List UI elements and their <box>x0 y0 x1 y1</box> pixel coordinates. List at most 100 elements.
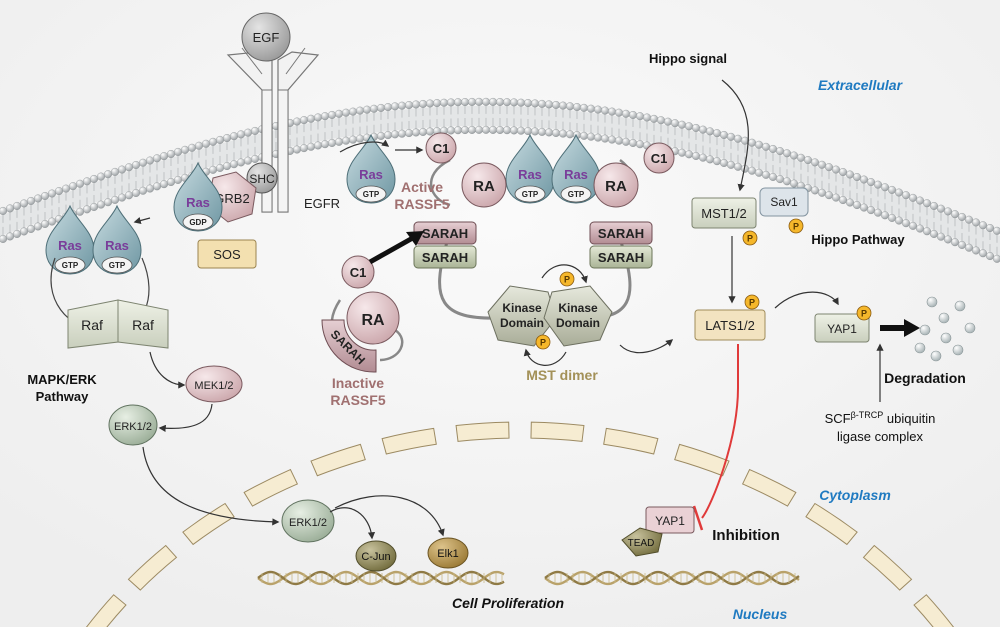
lipid-head <box>89 202 98 211</box>
lipid-head <box>236 158 245 167</box>
svg-text:Raf: Raf <box>132 317 154 333</box>
nucleotide-badge <box>355 185 387 203</box>
lipid-head <box>601 134 610 143</box>
phosphate-mark: P <box>559 271 575 287</box>
lipid-head <box>68 182 77 191</box>
lipid-head <box>909 221 918 230</box>
mst12-box: MST1/2 <box>691 197 757 229</box>
nuclear-pore-segment <box>862 544 913 591</box>
phosphate-mark: P <box>535 334 551 350</box>
ras-label: Ras <box>359 167 383 182</box>
label-cytoplasm: Cytoplasm <box>819 487 891 503</box>
lipid-head <box>489 125 498 134</box>
svg-text:MST1/2: MST1/2 <box>701 206 747 221</box>
nuclear-pore-segment <box>805 502 858 546</box>
lipid-head <box>307 114 316 123</box>
hippo-signal-arrow <box>721 79 749 192</box>
lipid-head <box>951 210 960 219</box>
svg-text:C1: C1 <box>350 265 367 280</box>
lipid-head <box>930 201 939 210</box>
svg-text:C1: C1 <box>433 141 450 156</box>
inhibition-bar <box>692 505 704 531</box>
lipid-head <box>902 219 911 228</box>
svg-text:GRB2: GRB2 <box>214 191 249 206</box>
lipid-head <box>524 127 533 136</box>
lipid-head <box>377 103 386 112</box>
lipid-head <box>34 194 43 203</box>
lipid-head <box>159 180 168 189</box>
lipid-head <box>818 160 827 169</box>
svg-text:C1: C1 <box>651 151 668 166</box>
lipid-head <box>958 212 967 221</box>
lipid-head <box>552 128 561 137</box>
lipid-head <box>89 174 98 183</box>
lipid-head <box>832 165 841 174</box>
lipid-head <box>180 145 189 154</box>
ras-label: Ras <box>58 238 82 253</box>
mst-to-lats-pathway-arrow <box>619 339 674 354</box>
lipid-head <box>55 187 64 196</box>
lipid-head <box>236 130 245 139</box>
lipid-head <box>48 189 57 198</box>
lipid-head <box>145 156 154 165</box>
lipid-head <box>923 227 932 236</box>
lipid-head <box>370 104 379 113</box>
tead-protein: TEAD <box>621 527 663 557</box>
lipid-head <box>762 170 771 179</box>
lipid-head <box>454 98 463 107</box>
lipid-head <box>117 193 126 202</box>
lipid-head <box>82 205 91 214</box>
lipid-head <box>909 193 918 202</box>
lipid-head <box>496 125 505 134</box>
lipid-head <box>377 131 386 140</box>
lipid-head <box>944 235 953 244</box>
lipid-head <box>860 175 869 184</box>
lipid-head <box>769 144 778 153</box>
lipid-head <box>671 119 680 128</box>
mek-protein: MEK1/2 <box>185 365 243 403</box>
lipid-head <box>208 165 217 174</box>
lipid-head <box>461 126 470 135</box>
lipid-head <box>41 191 50 200</box>
ras-label: Ras <box>105 238 129 253</box>
lipid-head <box>923 199 932 208</box>
lipid-head <box>986 224 995 233</box>
lipid-head <box>300 116 309 125</box>
lipid-head <box>503 98 512 107</box>
lipid-head <box>391 102 400 111</box>
dna-backbone <box>544 570 800 586</box>
lipid-head <box>874 208 883 217</box>
sav1-box: Sav1 <box>759 187 809 217</box>
lipid-head <box>229 132 238 141</box>
erk-nucleus: ERK1/2 <box>281 499 335 543</box>
degraded-fragment <box>954 300 966 312</box>
degraded-fragment <box>938 312 950 324</box>
label-cell-proliferation: Cell Proliferation <box>452 595 564 611</box>
lipid-head <box>699 153 708 162</box>
lipid-head <box>138 158 147 167</box>
svg-text:Kinase: Kinase <box>502 301 542 315</box>
lipid-head <box>405 101 414 110</box>
lipid-head <box>720 158 729 167</box>
nucleotide-label: GTP <box>363 190 380 199</box>
lipid-head <box>594 133 603 142</box>
lipid-head <box>96 172 105 181</box>
lipid-head <box>755 168 764 177</box>
lipid-head <box>468 125 477 134</box>
svg-text:TEAD: TEAD <box>628 538 655 549</box>
lipid-head <box>951 238 960 247</box>
label-scf-line1: SCFβ-TRCP ubiquitin <box>825 410 936 426</box>
shc-protein: SHC <box>246 162 278 194</box>
lipid-head <box>531 99 540 108</box>
lipid-head <box>222 162 231 171</box>
svg-text:ERK1/2: ERK1/2 <box>289 517 327 529</box>
lipid-head <box>727 132 736 141</box>
elk1-protein: Elk1 <box>427 537 469 569</box>
lipid-head <box>538 99 547 108</box>
lipid-head <box>159 152 168 161</box>
lipid-head <box>608 107 617 116</box>
